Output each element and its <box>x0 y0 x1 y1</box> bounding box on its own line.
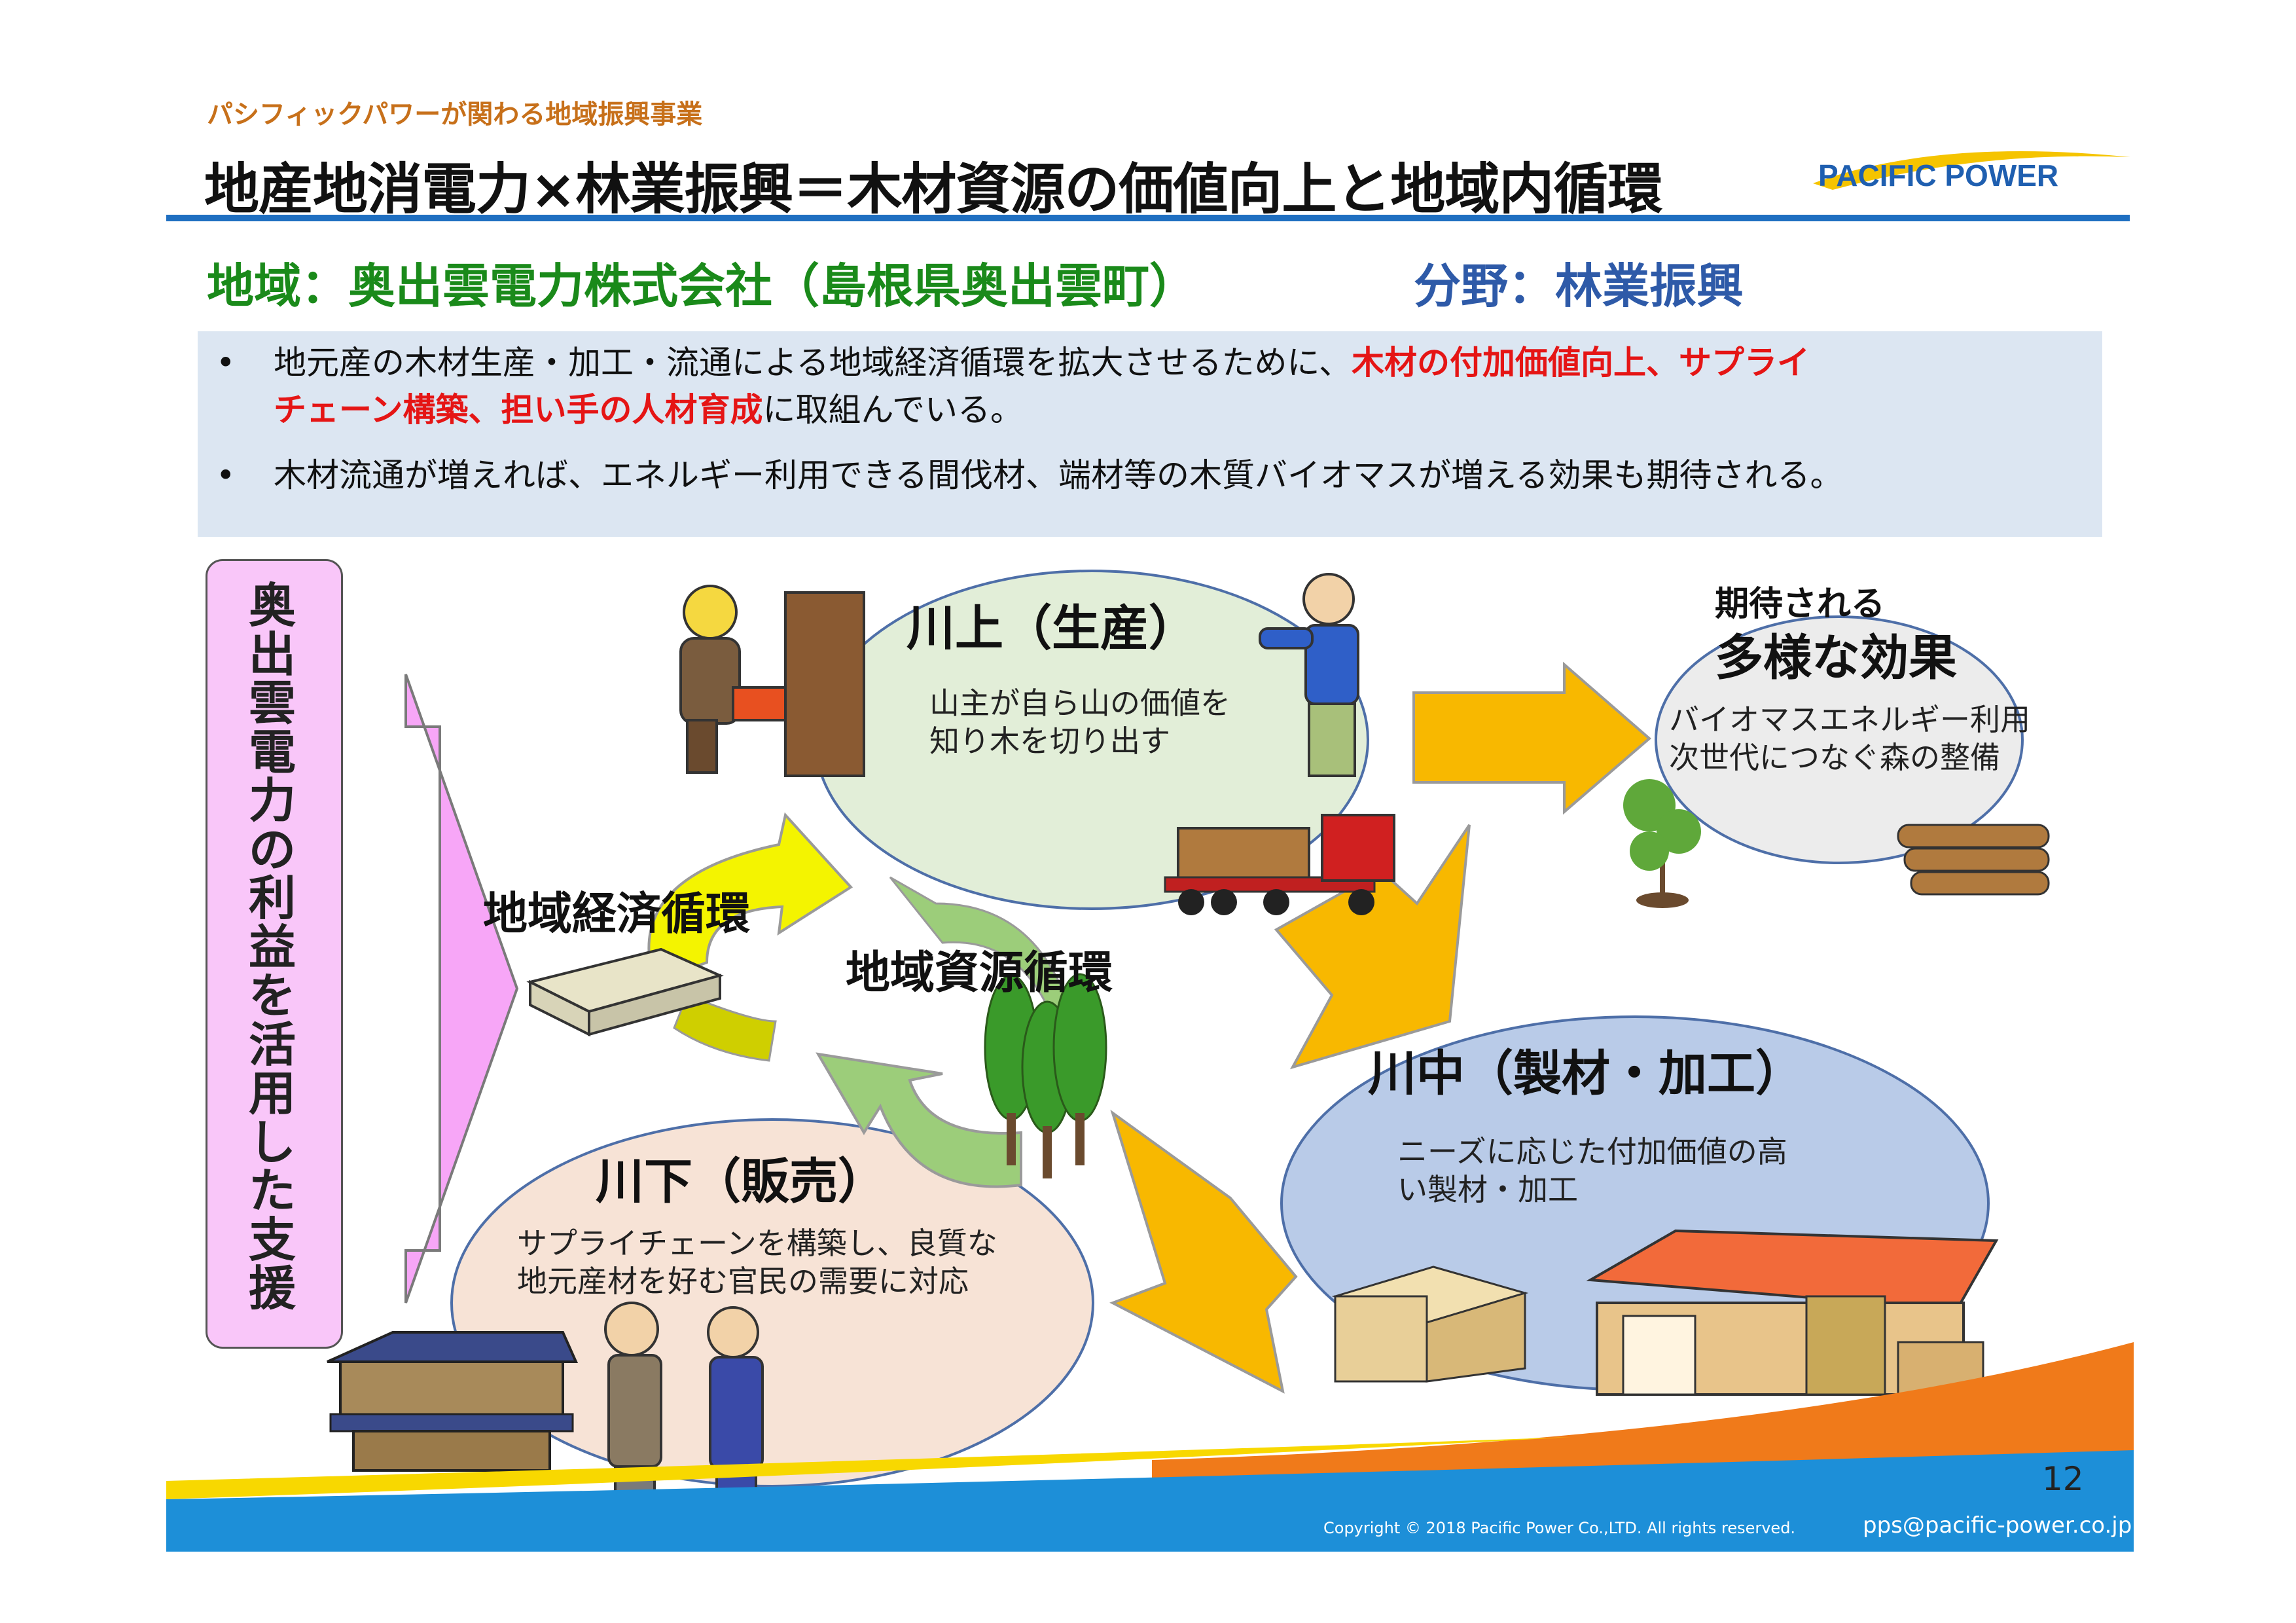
contact-email: pps@pacific-power.co.jp <box>1863 1512 2132 1539</box>
traditional-house-icon <box>327 1331 579 1472</box>
sapling-icon <box>1623 779 1701 908</box>
effects-line-1: バイオマスエネルギー利用 <box>1669 702 2030 737</box>
worker-icon <box>1259 573 1359 777</box>
bullet1-text-post: に取組んでいる。 <box>762 391 1024 429</box>
pillar-char: 活 <box>248 1017 296 1072</box>
effects-title: 多様な効果 <box>1715 630 1957 686</box>
effects-lead: 期待される <box>1715 585 1886 624</box>
economic-cycle-arrow <box>647 812 853 984</box>
page-title: 地産地消電力×林業振興＝木材資源の価値向上と地域内循環 <box>204 157 1662 221</box>
pillar-char: 電 <box>248 724 296 780</box>
arrow-to-downstream <box>1109 1109 1298 1394</box>
midstream-line-1: ニーズに応じた付加価値の高 <box>1397 1134 1787 1169</box>
pillar-char: 奥 <box>248 578 296 633</box>
pacific-power-logo: PACIFIC POWER <box>1813 151 2130 192</box>
downstream-line-2: 地元産材を好む官民の需要に対応 <box>517 1264 969 1299</box>
pillar-char: 出 <box>248 627 296 682</box>
lumberjack-icon <box>679 585 793 774</box>
pillar-char: 支 <box>248 1212 296 1267</box>
footer-swoosh-orange <box>1152 1342 2134 1486</box>
upstream-title: 川上（生産） <box>906 600 1197 657</box>
money-bundle-icon <box>526 947 724 1037</box>
bullet2-text: 木材流通が増えれば、エネルギー利用できる間伐材、端材等の木質バイオマスが増える効… <box>274 456 1843 494</box>
support-pillar <box>206 559 343 1349</box>
effects-ellipse <box>1655 615 2024 864</box>
pillar-char: の <box>248 822 296 877</box>
logo-text: PACIFIC POWER <box>1818 158 2058 192</box>
copyright-text: Copyright © 2018 Pacific Power Co.,LTD. … <box>1323 1519 1796 1537</box>
midstream-line-2: い製材・加工 <box>1397 1172 1578 1207</box>
support-arrow <box>404 674 519 1304</box>
kicker-text: パシフィックパワーが関わる地域振興事業 <box>207 100 703 130</box>
resource-cycle-label: 地域資源循環 <box>846 947 1113 999</box>
pillar-char: 雲 <box>248 676 296 731</box>
effects-line-2: 次世代につなぐ森の整備 <box>1669 740 2000 775</box>
pillar-char: を <box>248 968 296 1023</box>
footer-band <box>166 1450 2134 1552</box>
page-number: 12 <box>2042 1460 2084 1498</box>
bullet1-highlight-a: 木材の付加価値向上、サプライ <box>1352 344 1810 382</box>
pillar-char: 用 <box>248 1066 296 1121</box>
bullet-dot: • <box>216 344 236 382</box>
midstream-title: 川中（製材・加工） <box>1368 1046 1804 1102</box>
economic-cycle-arrow-lower <box>673 994 777 1062</box>
summary-box: • 地元産の木材生産・加工・流通による地域経済循環を拡大させるために、木材の付加… <box>198 331 2102 537</box>
lumber-stack-icon <box>1331 1266 1529 1383</box>
arrow-to-effects <box>1412 661 1652 815</box>
bullet1-highlight-b: チェーン構築、担い手の人材育成 <box>274 391 763 429</box>
pillar-char: た <box>248 1163 296 1218</box>
footer-swoosh-yellow <box>166 1437 1571 1499</box>
economic-cycle-label: 地域経済循環 <box>483 888 751 940</box>
bullet-dot: • <box>216 456 236 494</box>
bullet1-text-pre: 地元産の木材生産・加工・流通による地域経済循環を拡大させるために、 <box>274 344 1352 382</box>
pillar-char: 益 <box>248 919 296 975</box>
region-heading: 地域：奥出雲電力株式会社（島根県奥出雲町） <box>207 259 1197 314</box>
downstream-line-1: サプライチェーンを構築し、良質な <box>517 1226 997 1261</box>
logging-truck-icon <box>1164 814 1395 915</box>
pillar-char: 利 <box>248 871 296 926</box>
pillar-char: 力 <box>248 773 296 828</box>
tree-trunk-icon <box>784 591 865 777</box>
field-heading: 分野：林業振興 <box>1414 259 1744 314</box>
downstream-title: 川下（販売） <box>596 1154 886 1210</box>
pillar-char: 援 <box>248 1261 296 1316</box>
title-rule <box>166 215 2130 221</box>
pillar-char: し <box>248 1114 296 1170</box>
upstream-line-2: 知り木を切り出す <box>929 723 1170 759</box>
sawmill-icon <box>1586 1229 1999 1396</box>
resource-cycle-arrow <box>816 1052 1022 1188</box>
handshake-icon <box>604 1302 764 1516</box>
forest-icon <box>984 973 1107 1178</box>
pillar-text: 奥出雲電力の利益を活用した支援 <box>206 581 339 1313</box>
upstream-line-1: 山主が自ら山の価値を <box>929 685 1230 721</box>
log-pile-icon <box>1897 824 2050 896</box>
